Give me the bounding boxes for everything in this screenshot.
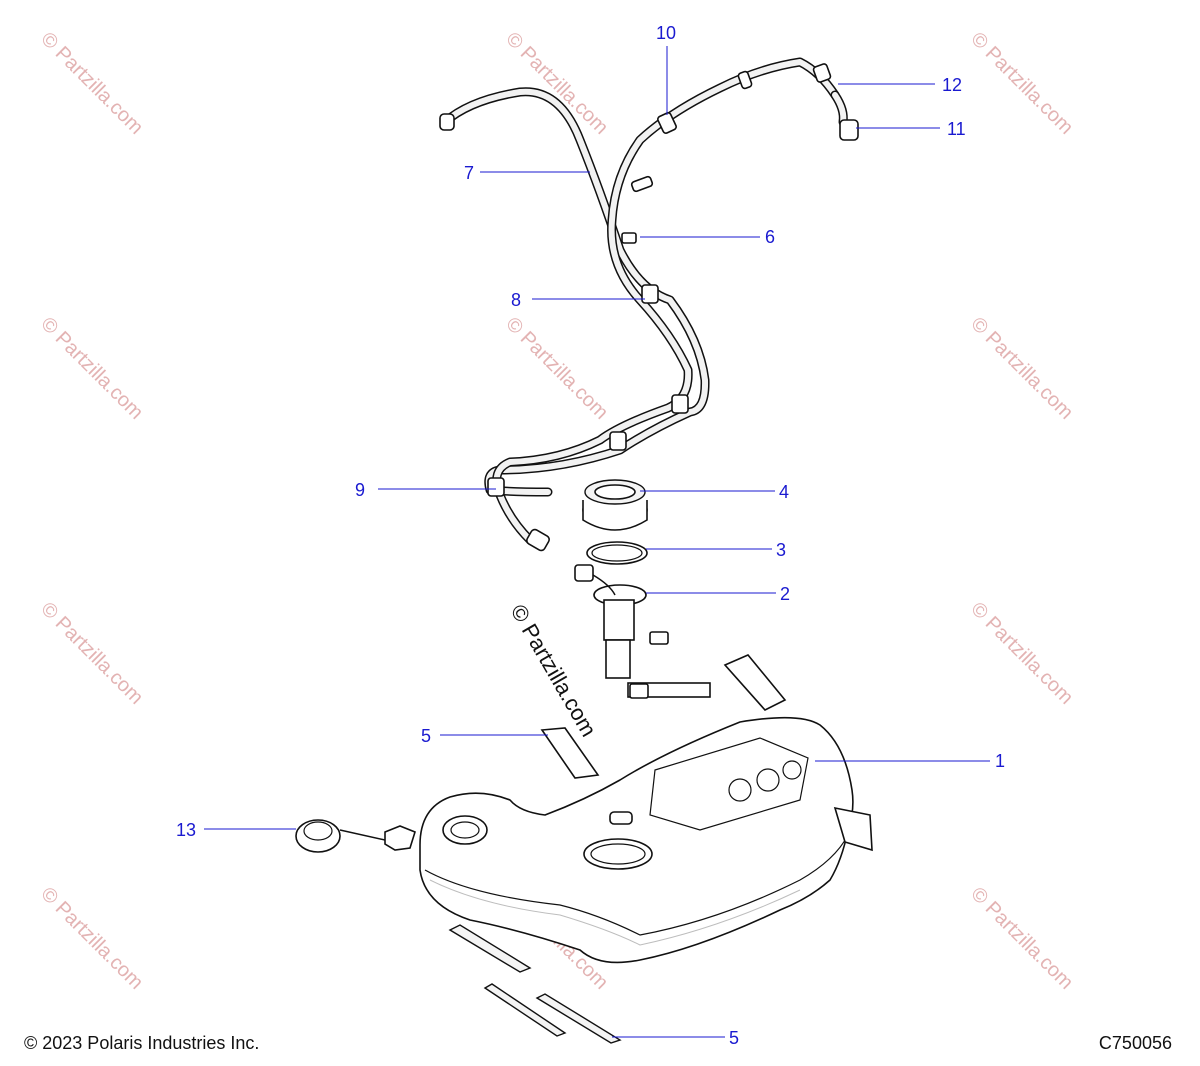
pump-connector: [574, 564, 594, 582]
hose-clamp: [671, 394, 689, 414]
tank-pad: [535, 993, 622, 1044]
watermark: © Partzilla.com: [36, 313, 147, 424]
fuel-pump-assembly: [574, 564, 711, 699]
copyright-notice: © 2023 Polaris Industries Inc.: [24, 1033, 260, 1053]
callout-labels: 1 2 3 4 5 5 6 7 8 9 10 11 12 13: [176, 23, 1005, 1048]
hose-clamp: [487, 477, 505, 497]
hose-clamp: [641, 284, 659, 304]
watermark: © Partzilla.com: [36, 598, 147, 709]
vent-hose-assembly: [439, 57, 859, 552]
filler-neck: [442, 815, 488, 845]
fuel-cap: [295, 819, 416, 853]
callout-7: 7: [464, 163, 474, 183]
callout-1: 1: [995, 751, 1005, 771]
watermark: © Partzilla.com: [501, 313, 612, 424]
tank-label: [649, 737, 809, 831]
leader-lines: [204, 46, 990, 1038]
tank-pad: [723, 654, 787, 711]
watermark: © Partzilla.com: [501, 28, 612, 139]
callout-11: 11: [947, 119, 966, 139]
watermark: © Partzilla.com: [966, 28, 1077, 139]
watermark-center: © Partzilla.com: [506, 600, 602, 741]
tank-pad: [540, 727, 600, 779]
tank-pads: [448, 654, 787, 1044]
hose-clamp: [812, 63, 832, 83]
hose-clamp: [657, 112, 677, 134]
rollover-valve: [839, 119, 859, 141]
callout-9: 9: [355, 480, 365, 500]
hose-elbow-connector: [526, 528, 550, 552]
watermark: © Partzilla.com: [966, 313, 1077, 424]
watermark: © Partzilla.com: [36, 883, 147, 994]
hose-clamp: [737, 70, 753, 90]
hose-end-connector: [439, 113, 455, 131]
fuel-pump-seal: [586, 541, 648, 565]
hose-clamp: [609, 431, 627, 451]
callout-5: 5: [421, 726, 431, 746]
diagram-id: C750056: [1098, 1033, 1172, 1053]
tank-bracket: [833, 806, 873, 852]
callout-3: 3: [776, 540, 786, 560]
fuel-tank: [419, 716, 873, 964]
tank-pad: [448, 924, 532, 973]
callout-12: 12: [942, 75, 962, 95]
fuel-pump-lock-ring: [582, 479, 648, 531]
callout-6: 6: [765, 227, 775, 247]
watermark: © Partzilla.com: [966, 598, 1077, 709]
hose-fitting: [621, 232, 637, 244]
callout-10: 10: [656, 23, 676, 43]
vent-nipple: [609, 811, 633, 825]
hose-bracket: [630, 175, 654, 193]
callout-5: 5: [729, 1028, 739, 1048]
callout-2: 2: [780, 584, 790, 604]
tank-pad: [483, 983, 567, 1037]
callout-13: 13: [176, 820, 196, 840]
callout-4: 4: [779, 482, 789, 502]
callout-8: 8: [511, 290, 521, 310]
watermark: © Partzilla.com: [36, 28, 147, 139]
watermark: © Partzilla.com: [966, 883, 1077, 994]
